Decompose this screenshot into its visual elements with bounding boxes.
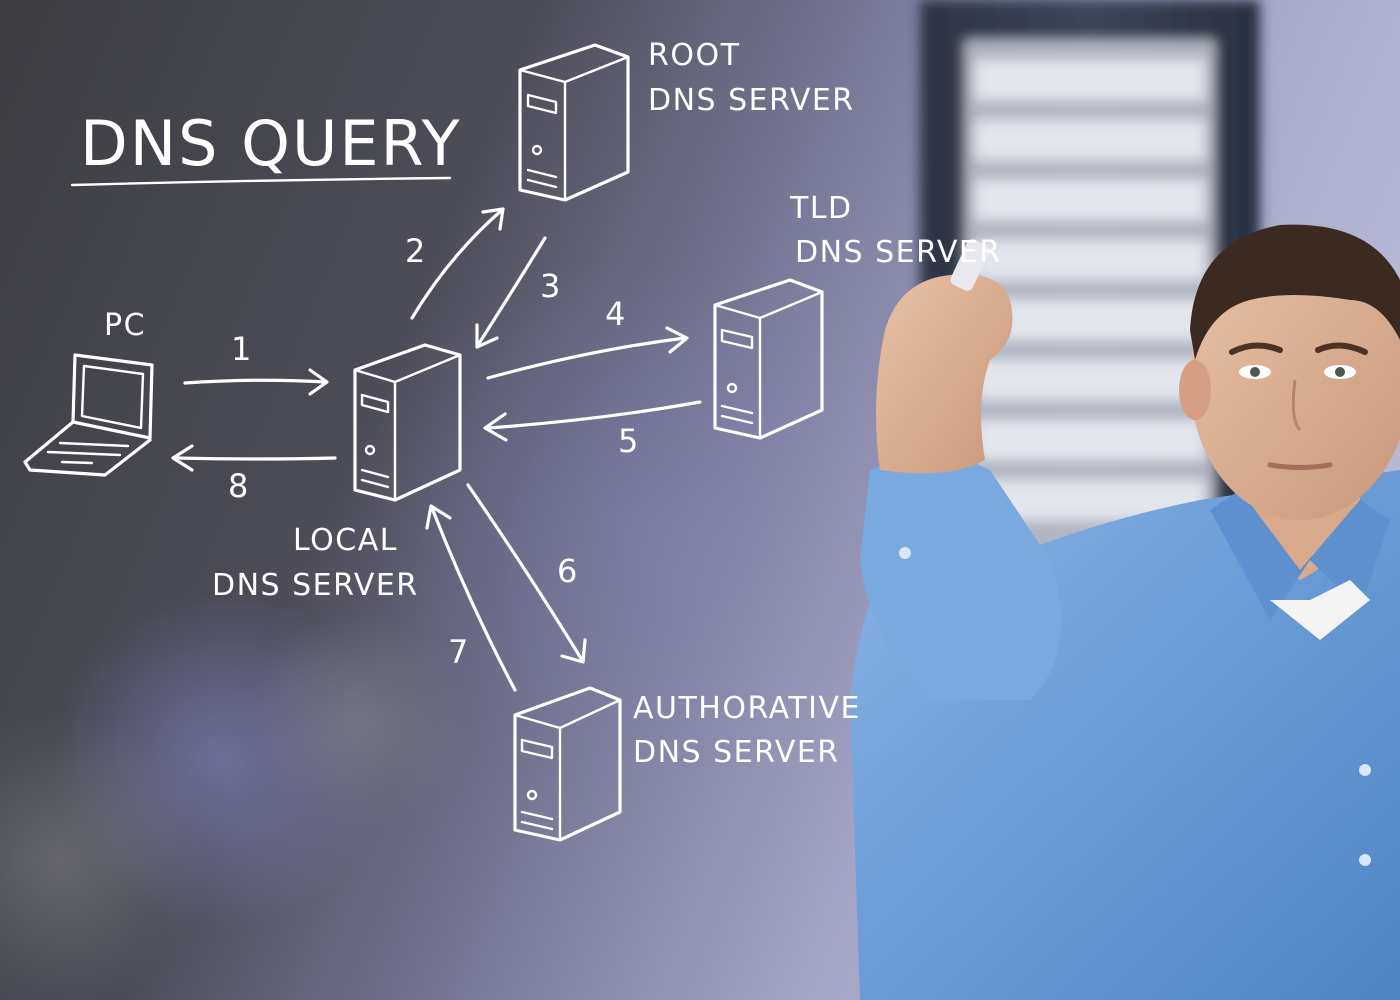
tld-dns-server-icon: [713, 278, 824, 440]
tld-dns-label-line1: TLD: [789, 191, 853, 226]
step-number-1: 1: [231, 330, 251, 368]
arrow-step-7: [425, 504, 517, 692]
step-number-5: 5: [618, 422, 638, 460]
arrow-step-3: [475, 236, 547, 349]
arrow-step-8: [171, 444, 337, 472]
arrow-step-2: [410, 207, 505, 320]
step-number-4: 4: [605, 295, 625, 333]
tld-dns-label-line2: DNS SERVER: [795, 235, 1002, 270]
local-dns-label-line1: LOCAL: [293, 523, 398, 558]
root-dns-server-icon: [518, 43, 630, 202]
local-dns-label-line2: DNS SERVER: [212, 568, 419, 603]
authoritative-dns-label-line1: AUTHORATIVE: [633, 691, 861, 726]
title-underline: [70, 176, 452, 187]
diagram-title: DNS QUERY: [80, 107, 462, 180]
pc-laptop-icon: [23, 353, 154, 477]
step-number-6: 6: [557, 552, 577, 590]
step-number-7: 7: [448, 633, 468, 671]
step-number-8: 8: [228, 467, 248, 505]
step-number-3: 3: [540, 267, 560, 305]
root-dns-label-line2: DNS SERVER: [648, 83, 855, 118]
local-dns-server-icon: [353, 343, 462, 502]
authoritative-dns-label-line2: DNS SERVER: [633, 735, 840, 770]
step-number-2: 2: [405, 232, 425, 270]
pc-label: PC: [104, 308, 146, 343]
authoritative-dns-server-icon: [513, 686, 622, 842]
arrow-step-5: [483, 400, 702, 442]
arrow-step-1: [183, 368, 329, 396]
root-dns-label-line1: ROOT: [648, 38, 740, 73]
arrow-step-6: [466, 483, 587, 664]
arrow-step-4: [486, 326, 689, 380]
presenter-figure: [850, 224, 1400, 1000]
